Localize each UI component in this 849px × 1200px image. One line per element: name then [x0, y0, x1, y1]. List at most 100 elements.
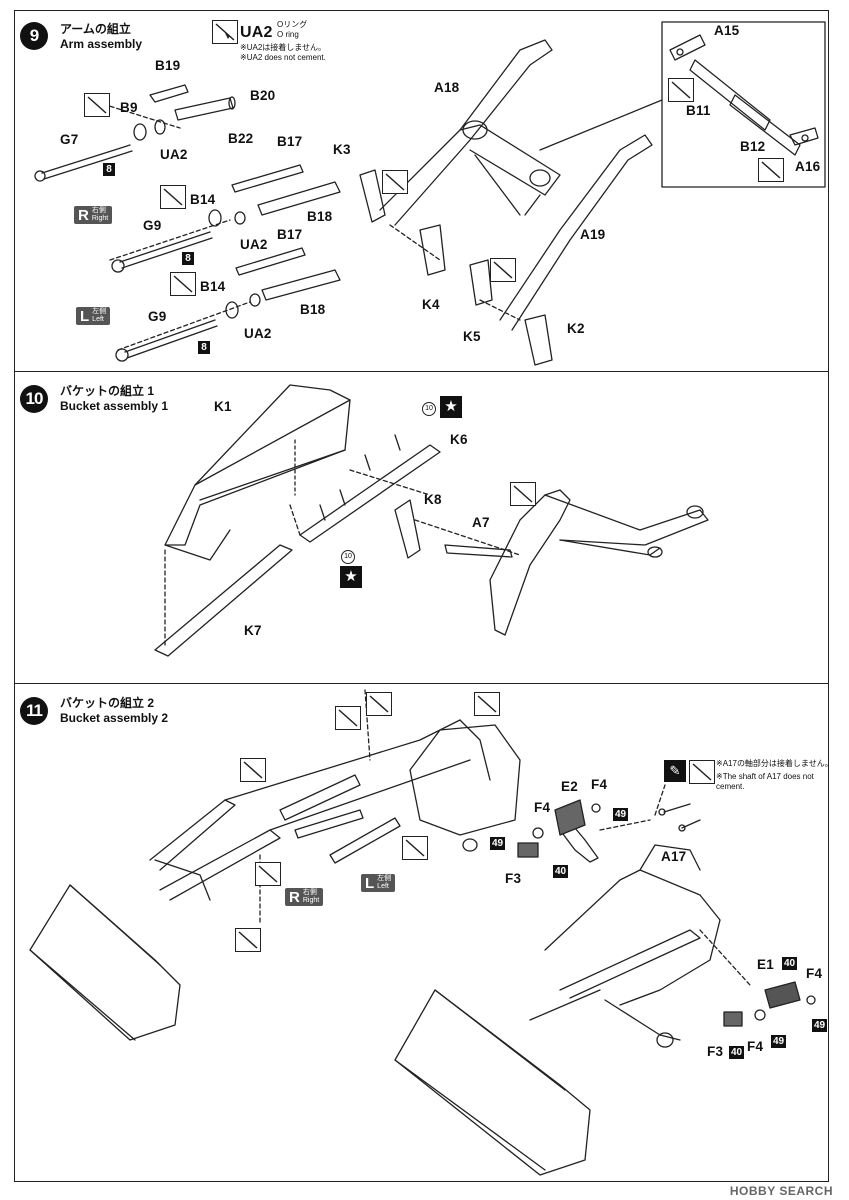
step-ref: 10 [422, 402, 436, 416]
a17-note-jp: ※A17の軸部分は接着しません。 [716, 759, 833, 768]
part-label: F3 [505, 871, 522, 886]
ua2-label: UA2 [240, 24, 273, 41]
watermark: HOBBY SEARCH [729, 1184, 833, 1198]
part-label: B18 [307, 209, 333, 224]
no-cement-icon [160, 185, 186, 209]
no-cement-icon [510, 482, 536, 506]
step-number: 10 [20, 385, 48, 413]
paint-brush-icon: ✎ [664, 760, 686, 782]
ua2-note-jp: Oリング [277, 20, 308, 29]
no-cement-icon [689, 760, 715, 784]
detail-inset [661, 21, 826, 188]
part-label: E1 [757, 957, 774, 972]
step-title-jp: バケットの組立 1 [60, 384, 155, 398]
part-label: B17 [277, 134, 303, 149]
part-label: G7 [60, 132, 79, 147]
part-label: F4 [534, 800, 551, 815]
part-label: G9 [148, 309, 167, 324]
part-label: A15 [714, 23, 740, 38]
step-title-en: Arm assembly [60, 37, 143, 51]
no-cement-icon [758, 158, 784, 182]
part-label: F4 [806, 966, 823, 981]
part-label: B22 [228, 131, 254, 146]
part-label: UA2 [240, 237, 268, 252]
step-title-en: Bucket assembly 1 [60, 399, 169, 413]
part-label: B17 [277, 227, 303, 242]
part-label: K1 [214, 399, 232, 414]
step11-right-assembly [394, 784, 816, 1176]
part-label: K6 [450, 432, 468, 447]
instruction-sheet [14, 10, 829, 1182]
part-label: B14 [200, 279, 226, 294]
step-number: 9 [20, 22, 48, 50]
no-cement-icon [366, 692, 392, 716]
ua2-note-en: O ring [277, 30, 299, 39]
part-label: K8 [424, 492, 442, 507]
no-cement-icon [490, 258, 516, 282]
side-letter: R [289, 888, 300, 906]
part-label: UA2 [244, 326, 272, 341]
no-cement-icon [240, 758, 266, 782]
a17-note-en: ※The shaft of A17 does not cement. [716, 772, 814, 791]
part-label: F3 [707, 1044, 724, 1059]
no-cement-icon [668, 78, 694, 102]
star-icon: ★ [340, 566, 362, 588]
side-letter: L [365, 874, 375, 892]
no-cement-icon [382, 170, 408, 194]
step-title-jp: バケットの組立 2 [60, 696, 155, 710]
paint-number: 40 [553, 865, 569, 878]
step11-left-assembly [29, 689, 521, 1041]
no-cement-icon [235, 928, 261, 952]
part-label: B20 [250, 88, 276, 103]
part-label: A16 [795, 159, 821, 174]
part-label: A7 [472, 515, 490, 530]
paint-number: 49 [613, 808, 629, 821]
no-cement-icon [335, 706, 361, 730]
step-number: 11 [20, 697, 48, 725]
no-cement-icon [255, 862, 281, 886]
part-label: K2 [567, 321, 585, 336]
ua2-note2-jp: ※UA2は接着しません。 [240, 43, 327, 52]
side-letter: R [78, 206, 89, 224]
step-title-jp: アームの組立 [60, 22, 131, 36]
part-label: K5 [463, 329, 481, 344]
paint-number: 49 [490, 837, 506, 850]
no-cement-icon [170, 272, 196, 296]
part-label: B11 [686, 103, 711, 118]
part-label: UA2 [160, 147, 188, 162]
part-label: K4 [422, 297, 440, 312]
part-label: G9 [143, 218, 162, 233]
paint-number: 40 [729, 1046, 745, 1059]
paint-number: 8 [198, 341, 210, 354]
step9-small-parts [34, 84, 341, 362]
paint-number: 8 [103, 163, 115, 176]
paint-number: 40 [782, 957, 798, 970]
part-label: E2 [561, 779, 578, 794]
part-label: A18 [434, 80, 460, 95]
part-label: K3 [333, 142, 351, 157]
part-label: B18 [300, 302, 326, 317]
no-cement-icon [402, 836, 428, 860]
no-cement-icon [84, 93, 110, 117]
part-label: B9 [120, 100, 138, 115]
part-label: A17 [661, 849, 687, 864]
part-label: B12 [740, 139, 766, 154]
paint-number: 49 [812, 1019, 828, 1032]
part-label: K7 [244, 623, 262, 638]
no-cement-icon [212, 20, 238, 44]
part-label: A19 [580, 227, 606, 242]
section-divider [14, 371, 829, 372]
side-letter: L [80, 307, 90, 325]
paint-number: 49 [771, 1035, 787, 1048]
step9-arm-frame [359, 39, 663, 366]
part-label: B19 [155, 58, 181, 73]
inset-parts [669, 34, 819, 156]
